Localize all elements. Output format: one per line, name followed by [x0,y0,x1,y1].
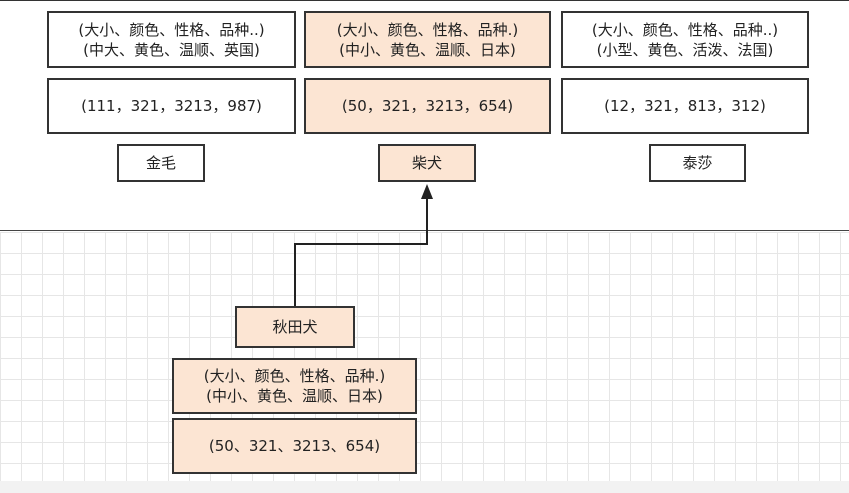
grid-canvas [0,232,849,481]
akita-vector-box: (50、321、3213、654) [172,418,417,474]
golden-attr-keys: (大小、颜色、性格、品种..) [78,20,265,39]
shiba-vector-box: (50，321，3213，654) [304,78,551,134]
akita-name-box: 秋田犬 [235,306,355,348]
teddy-vector-box: (12，321，813，312) [561,78,809,134]
golden-attributes-box: (大小、颜色、性格、品种..) (中大、黄色、温顺、英国) [47,11,296,68]
akita-attr-values: (中小、黄色、温顺、日本) [206,387,383,405]
connector-line [294,198,428,306]
top-border-line [0,0,849,1]
teddy-attr-values: (小型、黄色、活泼、法国) [596,40,774,59]
shiba-name-label: 柴犬 [411,154,442,172]
shiba-name-box: 柴犬 [378,144,476,182]
teddy-name-label: 泰莎 [682,154,713,172]
shiba-attributes-box: (大小、颜色、性格、品种.) (中小、黄色、温顺、日本) [304,11,551,68]
teddy-attributes-box: (大小、颜色、性格、品种..) (小型、黄色、活泼、法国) [561,11,809,68]
teddy-name-box: 泰莎 [649,144,746,182]
shiba-attr-keys: (大小、颜色、性格、品种.) [336,20,519,39]
section-divider [0,230,849,231]
golden-name-label: 金毛 [145,154,176,172]
shiba-attr-values: (中小、黄色、温顺、日本) [339,40,516,59]
akita-name-label: 秋田犬 [272,318,318,336]
teddy-vector: (12，321，813，312) [604,97,766,115]
golden-name-box: 金毛 [117,144,205,182]
golden-vector: (111，321，3213，987) [81,97,262,115]
teddy-attr-keys: (大小、颜色、性格、品种..) [591,20,779,39]
shiba-vector: (50，321，3213，654) [341,97,514,115]
akita-vector: (50、321、3213、654) [208,437,381,455]
bottom-bar [0,481,849,493]
golden-vector-box: (111，321，3213，987) [47,78,296,134]
akita-attr-keys: (大小、颜色、性格、品种.) [203,367,386,385]
akita-attributes-box: (大小、颜色、性格、品种.) (中小、黄色、温顺、日本) [172,358,417,414]
arrowhead-icon [421,184,433,199]
golden-attr-values: (中大、黄色、温顺、英国) [83,40,260,59]
